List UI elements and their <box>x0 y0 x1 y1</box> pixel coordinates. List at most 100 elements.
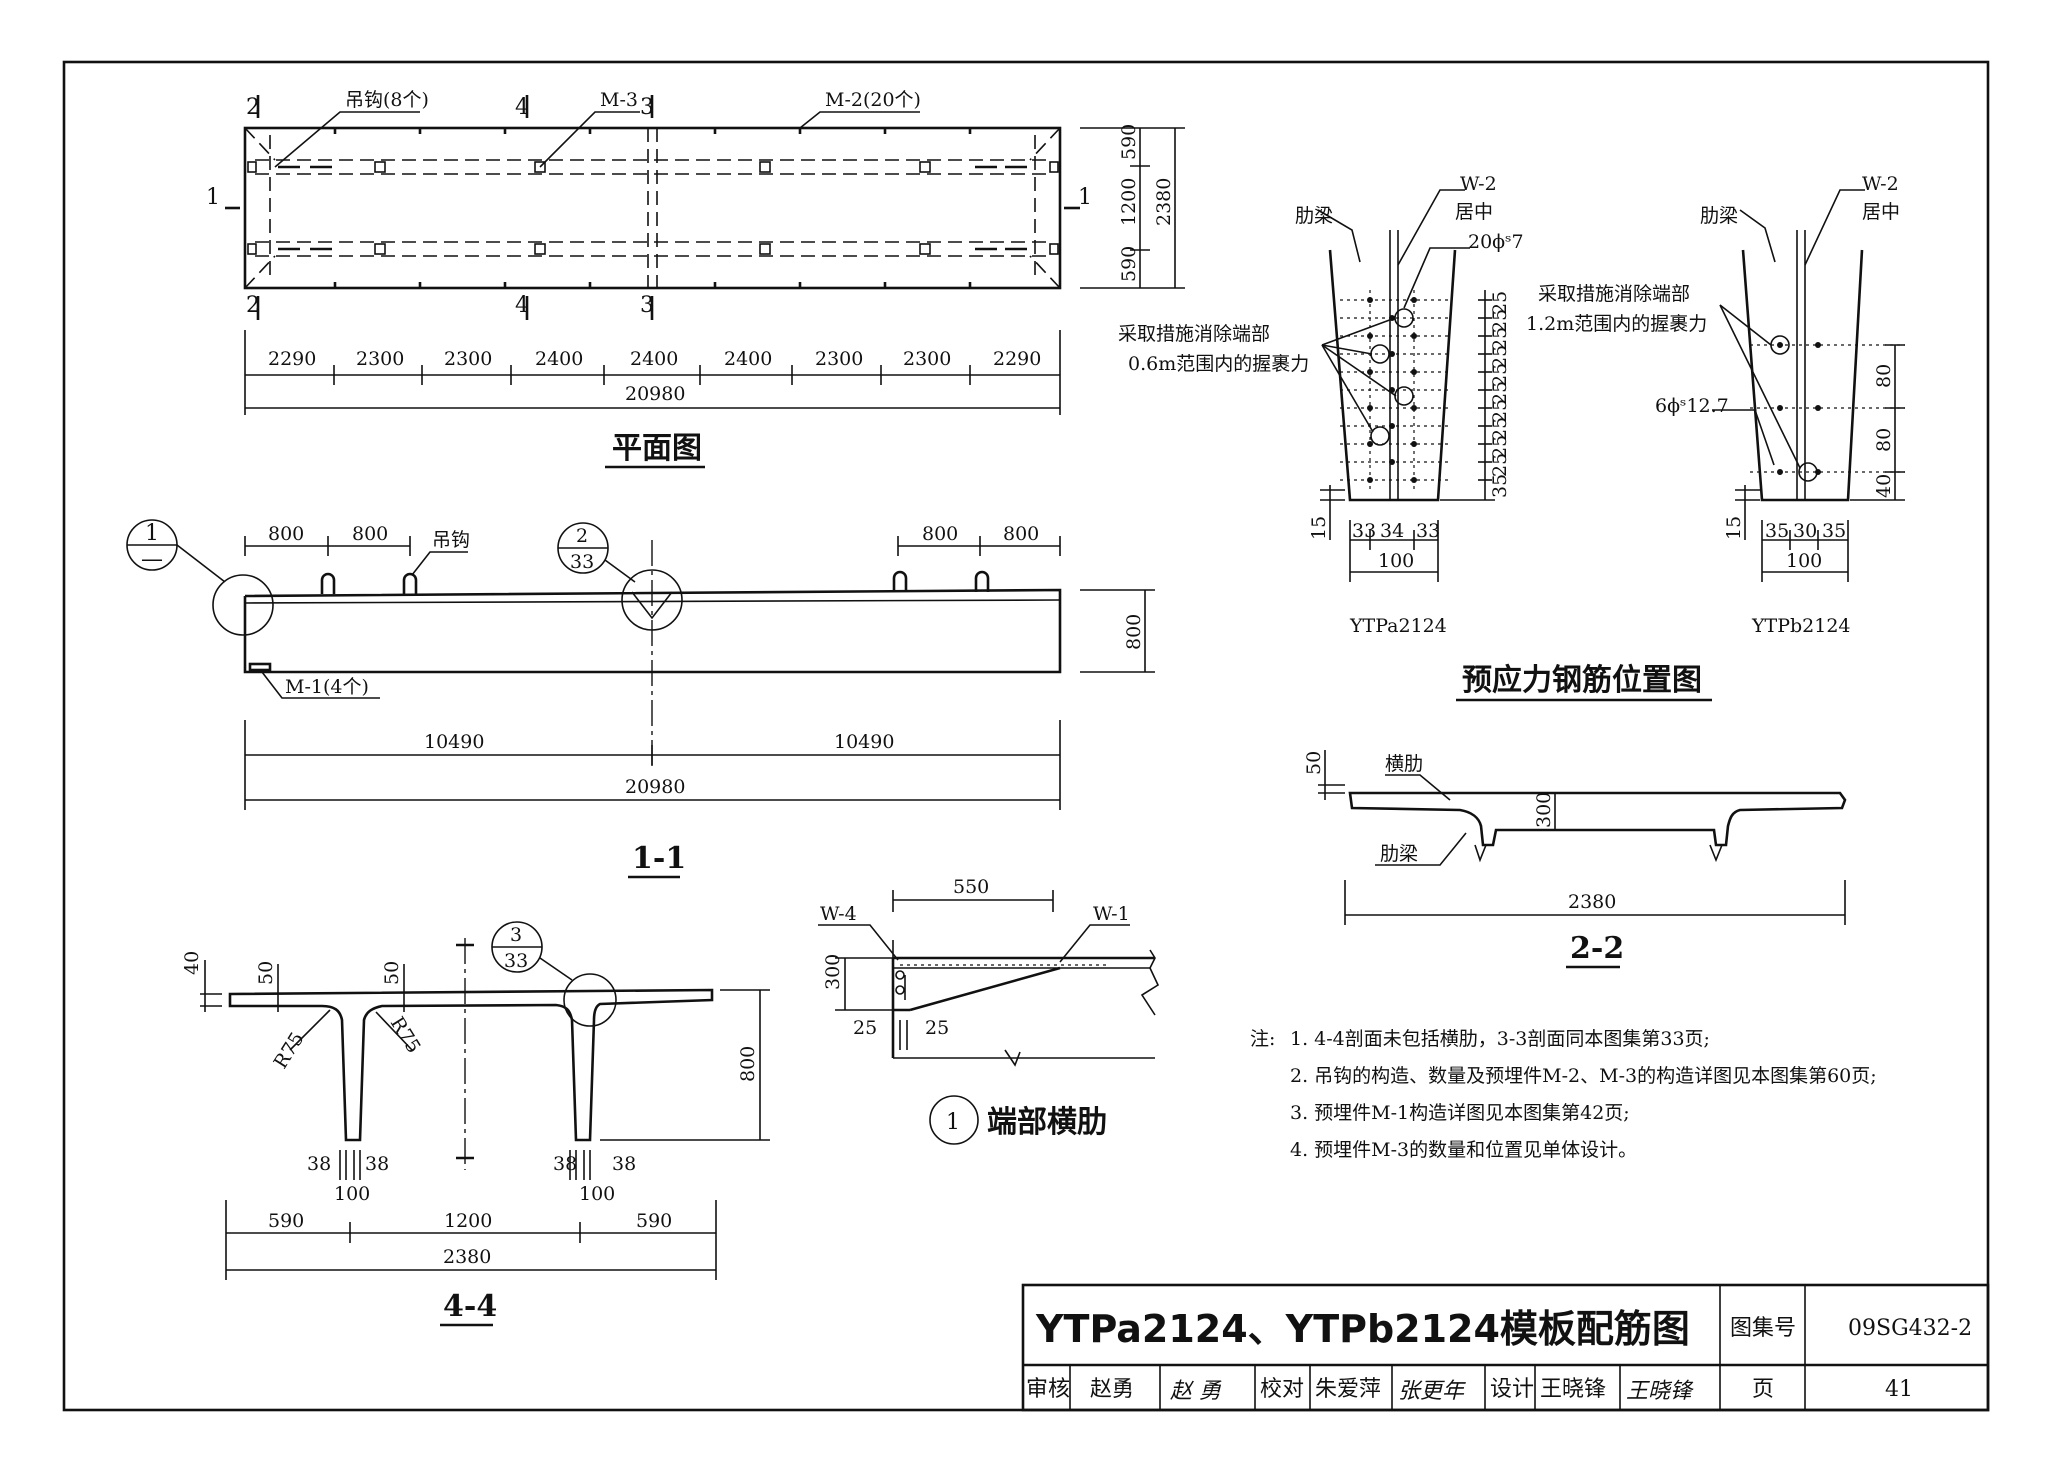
section-mark-4-top: 4 <box>515 95 529 120</box>
dim-plan-3: 2400 <box>535 348 583 370</box>
section-marks <box>225 95 1080 320</box>
dim-4-4-590-left: 590 <box>268 1210 304 1232</box>
dim-38-d: 38 <box>612 1153 636 1175</box>
dim-a-r4: 25 <box>1489 363 1511 387</box>
dim-a-b0: 33 <box>1352 520 1376 542</box>
page-number: 41 <box>1885 1377 1913 1402</box>
dim-a-r8: 25 <box>1489 435 1511 459</box>
dim-4-4-590-right: 590 <box>636 1210 672 1232</box>
notes-prefix: 注: <box>1250 1028 1275 1050</box>
dim-a-r3: 25 <box>1489 345 1511 369</box>
section-1-1: 1 — 2 33 800 800 800 800 吊钩 M-1(4个) 800 … <box>126 519 1155 879</box>
end-rib-title: 端部横肋 <box>987 1105 1107 1140</box>
dim-b-15: 15 <box>1723 516 1745 540</box>
dim-10490-left: 10490 <box>424 731 484 753</box>
section-2-2-outline <box>1348 791 1847 847</box>
radius-left: R75 <box>270 1028 309 1072</box>
name-yptb2124: YTPb2124 <box>1751 615 1851 637</box>
dim-b-r2: 40 <box>1873 474 1895 498</box>
note-2: 2. 吊钩的构造、数量及预埋件M-2、M-3的构造详图见本图集第60页; <box>1290 1065 1877 1087</box>
dim-b-b1: 30 <box>1793 520 1817 542</box>
prestress-ypta: 采取措施消除端部 0.6m范围内的握裹力 肋梁 W-2 居中 20ϕˢ7 25 … <box>1118 173 1524 637</box>
checker-signature: 张更年 <box>1398 1379 1466 1404</box>
dim-plan-right-0: 590 <box>1118 124 1140 160</box>
prestress-title: 预应力钢筋位置图 <box>1462 663 1702 698</box>
dim-plan-1: 2300 <box>356 348 404 370</box>
section-4-4: 3 33 40 50 50 R75 R75 800 38 38 100 38 3… <box>181 921 770 1327</box>
radius-right: R75 <box>386 1013 425 1057</box>
dim-b-b2: 35 <box>1822 520 1846 542</box>
beam-elevation <box>243 588 1062 674</box>
label-hook-elev: 吊钩 <box>432 529 470 551</box>
dim-4-4-40: 40 <box>181 951 203 975</box>
strands-b <box>1777 342 1821 475</box>
design-label: 设计 <box>1490 1377 1534 1402</box>
embedded-parts <box>247 161 1059 255</box>
section-1-1-title: 1-1 <box>632 841 686 876</box>
dim-1-1-height: 800 <box>1123 614 1145 650</box>
reviewer-name: 赵勇 <box>1090 1377 1134 1402</box>
label-rib-2-2: 肋梁 <box>1380 843 1418 865</box>
dim-1-1-total: 20980 <box>625 776 685 798</box>
notes: 注: 1. 4-4剖面未包括横肋，3-3剖面同本图集第33页; 2. 吊钩的构造… <box>1250 1028 1877 1161</box>
plan-outline <box>243 126 1062 290</box>
dim-b-r1: 80 <box>1873 428 1895 452</box>
dim-100-b: 100 <box>579 1183 615 1205</box>
section-4-4-title: 4-4 <box>443 1289 497 1324</box>
section-2-2: 50 300 横肋 肋梁 2380 2-2 <box>1303 750 1847 969</box>
section-mark-4-bottom: 4 <box>515 293 529 318</box>
check-label: 校对 <box>1260 1377 1304 1402</box>
dim-38-c: 38 <box>553 1153 577 1175</box>
end-rib-detail: 550 300 25 25 W-4 W-1 1 端部横肋 <box>818 876 1160 1145</box>
section-mark-3-top: 3 <box>640 95 654 120</box>
note-3: 3. 预埋件M-1构造详图见本图集第42页; <box>1290 1102 1630 1124</box>
dim-plan-5: 2400 <box>724 348 772 370</box>
dim-a-15: 15 <box>1308 516 1330 540</box>
dim-plan-8: 2290 <box>993 348 1041 370</box>
dim-4-4-height: 800 <box>737 1046 759 1082</box>
dim-800-1: 800 <box>268 523 304 545</box>
dim-plan-4: 2400 <box>630 348 678 370</box>
note-a-line2: 0.6m范围内的握裹力 <box>1128 353 1309 375</box>
dim-4-4-50-right: 50 <box>381 961 403 985</box>
callout-2-top: 2 <box>576 525 588 547</box>
dim-plan-right-total: 2380 <box>1153 178 1175 226</box>
label-w1: W-1 <box>1093 903 1130 925</box>
dim-100-a: 100 <box>334 1183 370 1205</box>
edge-embedded-m2 <box>333 128 972 288</box>
name-ypta2124: YTPa2124 <box>1349 615 1447 637</box>
designer-name: 王晓锋 <box>1540 1377 1606 1402</box>
dim-b-width: 100 <box>1786 550 1822 572</box>
section-mark-2-bottom: 2 <box>246 293 260 318</box>
label-m1-4: M-1(4个) <box>285 676 369 698</box>
label-w2-a: W-2 <box>1460 173 1497 195</box>
dim-a-r5: 25 <box>1489 381 1511 405</box>
label-center-b: 居中 <box>1862 201 1900 223</box>
label-bars-b: 6ϕˢ12.7 <box>1655 395 1729 417</box>
dim-2-2-300: 300 <box>1533 792 1555 828</box>
label-w2-b: W-2 <box>1862 173 1899 195</box>
dim-2-2-50: 50 <box>1303 751 1325 775</box>
atlas-number: 09SG432-2 <box>1848 1316 1972 1341</box>
dim-plan-total: 20980 <box>625 383 685 405</box>
label-hooks-8: 吊钩(8个) <box>345 89 429 111</box>
dim-38-b: 38 <box>365 1153 389 1175</box>
lifting-hooks <box>278 165 1027 251</box>
label-rib-a: 肋梁 <box>1295 205 1333 227</box>
dim-plan-right-2: 590 <box>1118 246 1140 282</box>
dim-10490-right: 10490 <box>834 731 894 753</box>
dim-2-2-total: 2380 <box>1568 891 1616 913</box>
note-1: 1. 4-4剖面未包括横肋，3-3剖面同本图集第33页; <box>1290 1028 1710 1050</box>
callout-3-bottom: 33 <box>504 950 528 972</box>
end-rib-number-circle <box>929 1095 979 1145</box>
dim-b-r0: 80 <box>1873 364 1895 388</box>
prestress-yptb: 采取措施消除端部 1.2m范围内的握裹力 肋梁 W-2 居中 6ϕˢ12.7 8… <box>1526 173 1905 637</box>
dim-25-left: 25 <box>853 1017 877 1039</box>
dim-a-width: 100 <box>1378 550 1414 572</box>
section-mark-1-right: 1 <box>1078 185 1092 210</box>
note-a-line1: 采取措施消除端部 <box>1118 323 1270 345</box>
dim-plan-right-1: 1200 <box>1118 178 1140 226</box>
end-rib-number: 1 <box>946 1110 960 1135</box>
